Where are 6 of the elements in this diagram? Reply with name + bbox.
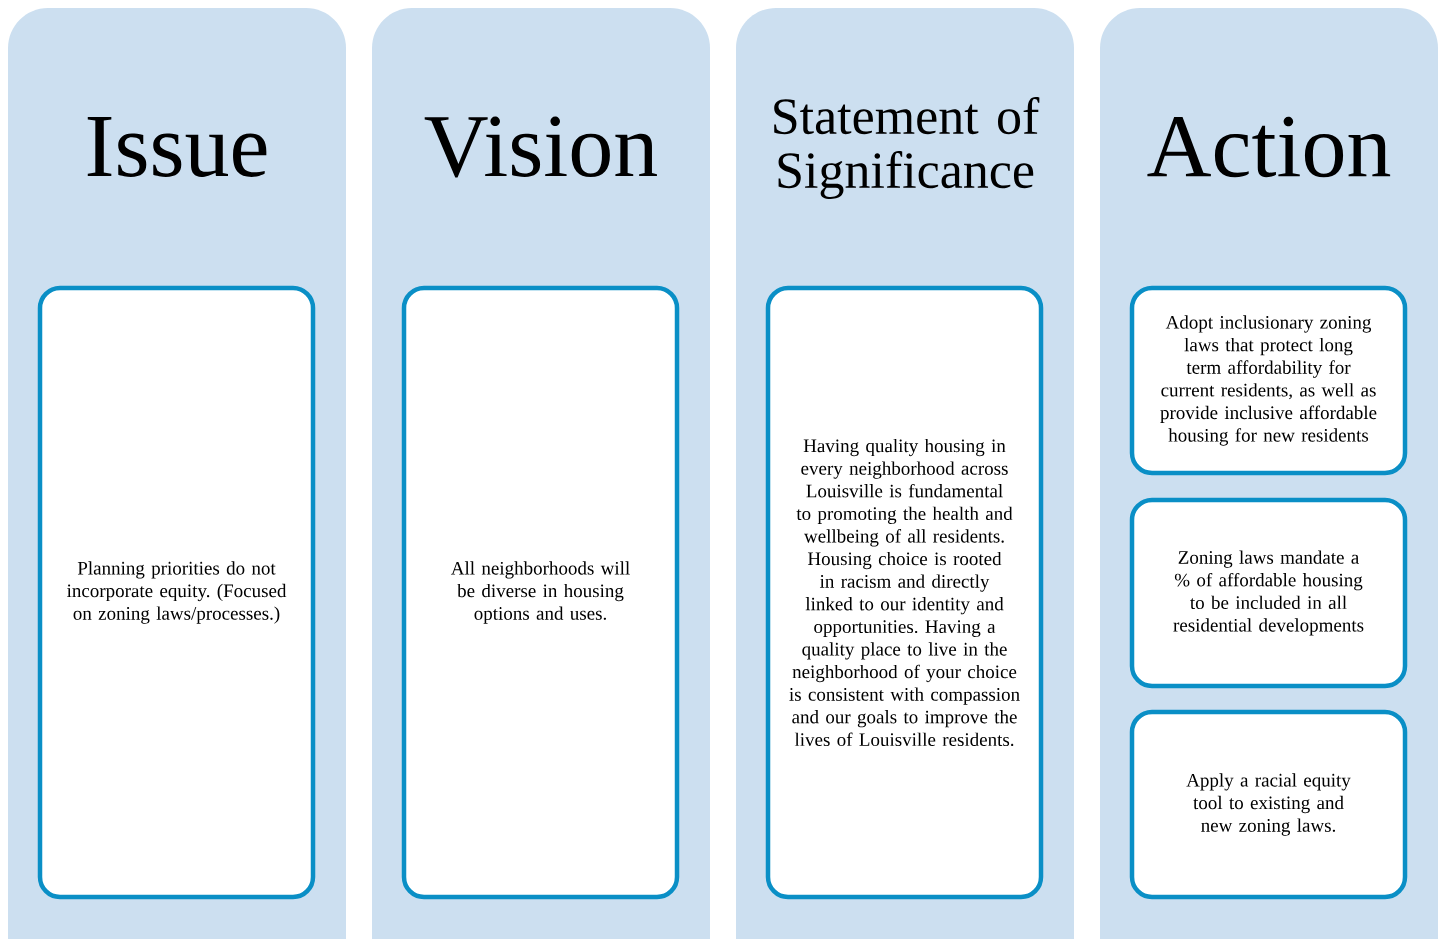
text-box: Zoning laws mandate a % of affordable housing to be included in all residential developments [1129, 497, 1408, 689]
text-box: Apply a racial equity tool to existing and new zoning laws. [1129, 709, 1408, 900]
text-box: Planning priorities do not incorporate equity. (Focused on zoning laws/processes.) [37, 285, 316, 900]
text-box: Having quality housing in every neighborhood across Louisville is fundamental to promoting the health and wellbeing of all residents. Housing choice is rooted in racism and directly linked to our identity and opportunities. Having a quality place to live in the neighborhood of your choice is consistent with compassion and our goals to improve the lives of Louisville residents. [765, 285, 1044, 900]
text-box: All neighborhoods will be diverse in housing options and uses. [401, 285, 680, 900]
text-box: Adopt inclusionary zoning laws that protect long term affordability for current residents, as well as provide inclusive affordable housing for new residents [1129, 285, 1408, 476]
